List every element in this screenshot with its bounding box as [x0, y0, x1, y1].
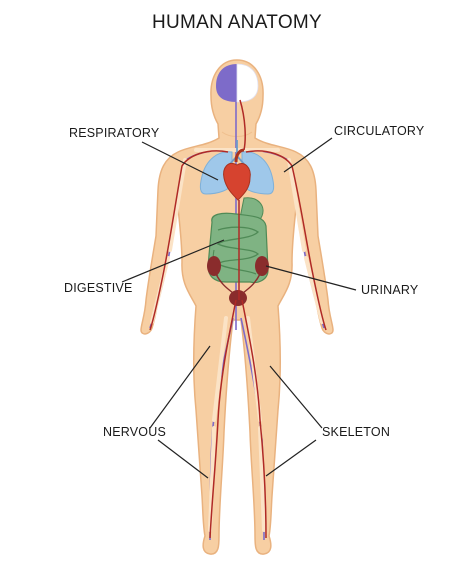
label-digestive: DIGESTIVE — [64, 281, 133, 295]
body-silhouette — [140, 59, 334, 555]
right-forearm — [304, 256, 324, 324]
brain-right-hemisphere — [236, 63, 259, 103]
label-skeleton: SKELETON — [322, 425, 391, 439]
heart — [223, 148, 251, 201]
heart-shape — [223, 163, 251, 201]
brain-left-hemisphere — [216, 64, 237, 102]
leader-circulatory — [283, 137, 333, 173]
urinary-system — [207, 256, 269, 306]
left-arm-artery — [149, 150, 229, 331]
label-urinary: URINARY — [361, 283, 419, 297]
small-intestine-coils — [216, 226, 259, 275]
leader-skeleton-upper — [269, 365, 323, 429]
right-humerus — [287, 158, 306, 252]
diagram-title: HUMAN ANATOMY — [152, 12, 322, 33]
right-leg-artery — [241, 299, 267, 539]
right-kidney — [255, 256, 269, 276]
bladder — [229, 290, 247, 306]
leader-skeleton-lower — [265, 439, 317, 477]
right-lung — [241, 151, 275, 195]
leader-lines — [121, 137, 357, 479]
leader-nervous-lower — [157, 439, 209, 479]
aorta — [234, 148, 245, 163]
left-tibia — [208, 426, 216, 532]
leader-respiratory — [141, 141, 219, 181]
label-nervous: NERVOUS — [103, 425, 166, 439]
left-kidney — [207, 256, 221, 276]
left-humerus — [168, 158, 187, 252]
brain — [216, 63, 259, 103]
leader-digestive — [121, 239, 225, 283]
left-leg-artery — [209, 299, 237, 539]
circulatory-system — [149, 99, 327, 539]
neck-shade — [221, 131, 253, 137]
label-respiratory: RESPIRATORY — [69, 126, 160, 140]
leader-urinary — [265, 265, 357, 291]
left-femur — [212, 316, 228, 422]
carotid — [239, 99, 246, 151]
leader-nervous-upper — [149, 345, 211, 429]
left-lung — [199, 151, 233, 195]
body-outline — [140, 59, 334, 555]
right-tibia — [258, 426, 266, 532]
right-arm-artery — [245, 150, 327, 331]
label-circulatory: CIRCULATORY — [334, 124, 425, 138]
